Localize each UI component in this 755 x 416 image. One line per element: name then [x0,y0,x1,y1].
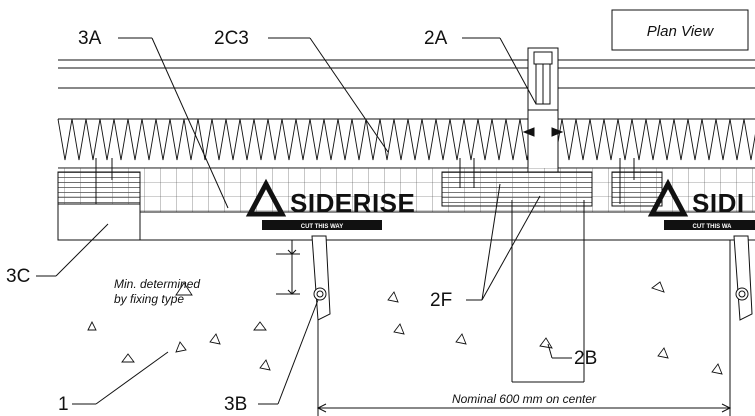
svg-text:SIDERISE: SIDERISE [290,188,415,218]
plan-view-label: Plan View [611,9,749,51]
min-dimension [276,240,300,295]
brackets [57,158,663,207]
anchor-3B [311,235,753,321]
mullion-2A [522,47,564,173]
min-note-line1: Min. determined [114,277,200,291]
label-2A: 2A [424,28,448,49]
label-1: 1 [58,394,69,415]
svg-text:SIDI: SIDI [692,188,745,218]
block-3C [57,203,141,241]
insulation-layer [57,118,755,169]
svg-text:Plan View: Plan View [647,23,715,40]
structure-lines [58,200,755,416]
label-3C: 3C [6,266,30,287]
min-note-line2: by fixing type [114,292,184,306]
svg-text:CUT THIS WAY: CUT THIS WAY [301,224,343,230]
cladding-lines [58,59,755,120]
label-2F: 2F [430,290,452,311]
label-3B: 3B [224,394,247,415]
leader-lines [36,37,572,405]
callout-labels: 3A 2C3 2A 3C 2F 2B 1 3B [6,28,597,415]
siderise-logo-1: SIDERISE CUT THIS WAY [245,178,415,230]
spacing-dimension [316,403,732,413]
label-2B: 2B [574,348,597,369]
label-3A: 3A [78,28,102,49]
concrete-aggregate [87,281,723,375]
notes: Min. determined by fixing type Nominal 6… [114,277,597,406]
svg-text:CUT THIS WA: CUT THIS WA [693,224,733,230]
siderise-logo-2: SIDI CUT THIS WA [647,178,755,230]
label-2C3: 2C3 [214,28,249,49]
spacing-note: Nominal 600 mm on center [452,392,597,406]
